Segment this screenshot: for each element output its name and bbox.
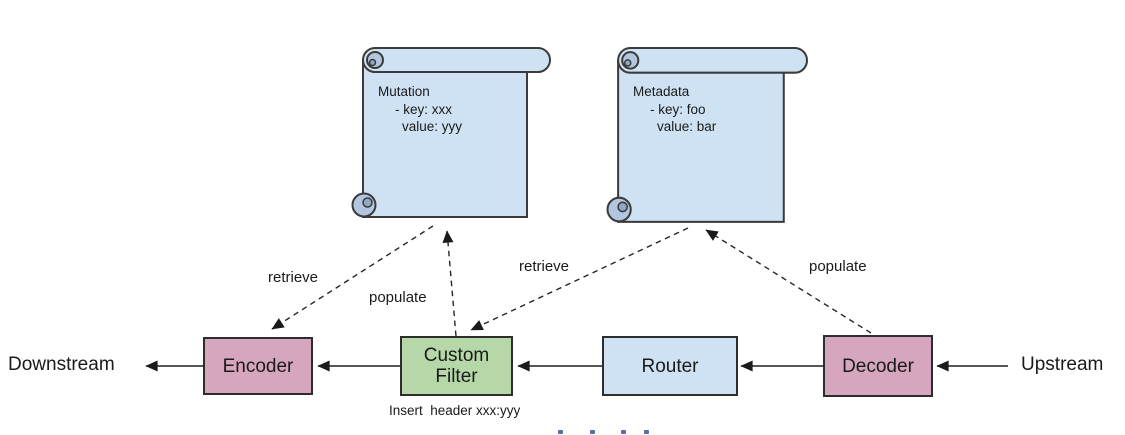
dashed-arrow-retrieve-metadata-to-customfilter	[470, 227, 689, 331]
scroll-metadata-title: Metadata	[633, 84, 690, 99]
clipped-text-fragment	[590, 430, 595, 434]
dashed-arrow-retrieve-mutation-to-encoder	[271, 225, 434, 330]
upstream-label: Upstream	[1021, 354, 1104, 375]
scroll-mutation-title: Mutation	[378, 84, 430, 99]
scroll-mutation-key: - key: xxx	[395, 101, 453, 117]
node-custom-filter-label: Custom Filter	[423, 345, 490, 387]
scroll-metadata-text: Metadata - key: foo value: bar	[633, 83, 716, 136]
scroll-mutation-text: Mutation - key: xxx value: yyy	[378, 83, 462, 136]
clipped-text-fragment	[644, 430, 649, 434]
node-encoder-label: Encoder	[222, 355, 294, 377]
insert-header-note: Insert header xxx:yyy	[389, 403, 521, 418]
edge-label-populate-right: populate	[809, 258, 867, 275]
scroll-shape-metadata: Metadata - key: foo value: bar	[606, 47, 808, 227]
scroll-icon	[606, 47, 808, 223]
edge-label-populate-left: populate	[369, 289, 427, 306]
scroll-icon	[351, 47, 551, 218]
edge-label-retrieve-left: retrieve	[268, 269, 319, 286]
downstream-label: Downstream	[8, 354, 115, 375]
node-router: Router	[602, 336, 738, 396]
node-decoder-label: Decoder	[842, 355, 914, 377]
dashed-arrow-populate-customfilter-to-mutation	[442, 230, 457, 337]
node-router-label: Router	[641, 355, 699, 377]
clipped-text-fragment	[558, 430, 563, 434]
node-custom-filter: Custom Filter	[400, 336, 513, 396]
node-decoder: Decoder	[823, 335, 933, 397]
node-encoder: Encoder	[203, 337, 313, 395]
edge-label-retrieve-right: retrieve	[519, 258, 570, 275]
scroll-mutation-value: value: yyy	[402, 119, 463, 134]
clipped-text-fragment	[621, 430, 626, 434]
scroll-shape-mutation: Mutation - key: xxx value: yyy	[351, 47, 551, 222]
scroll-metadata-value: value: bar	[657, 119, 717, 134]
dashed-arrow-populate-decoder-to-metadata	[705, 229, 872, 334]
scroll-metadata-key: - key: foo	[650, 101, 706, 117]
